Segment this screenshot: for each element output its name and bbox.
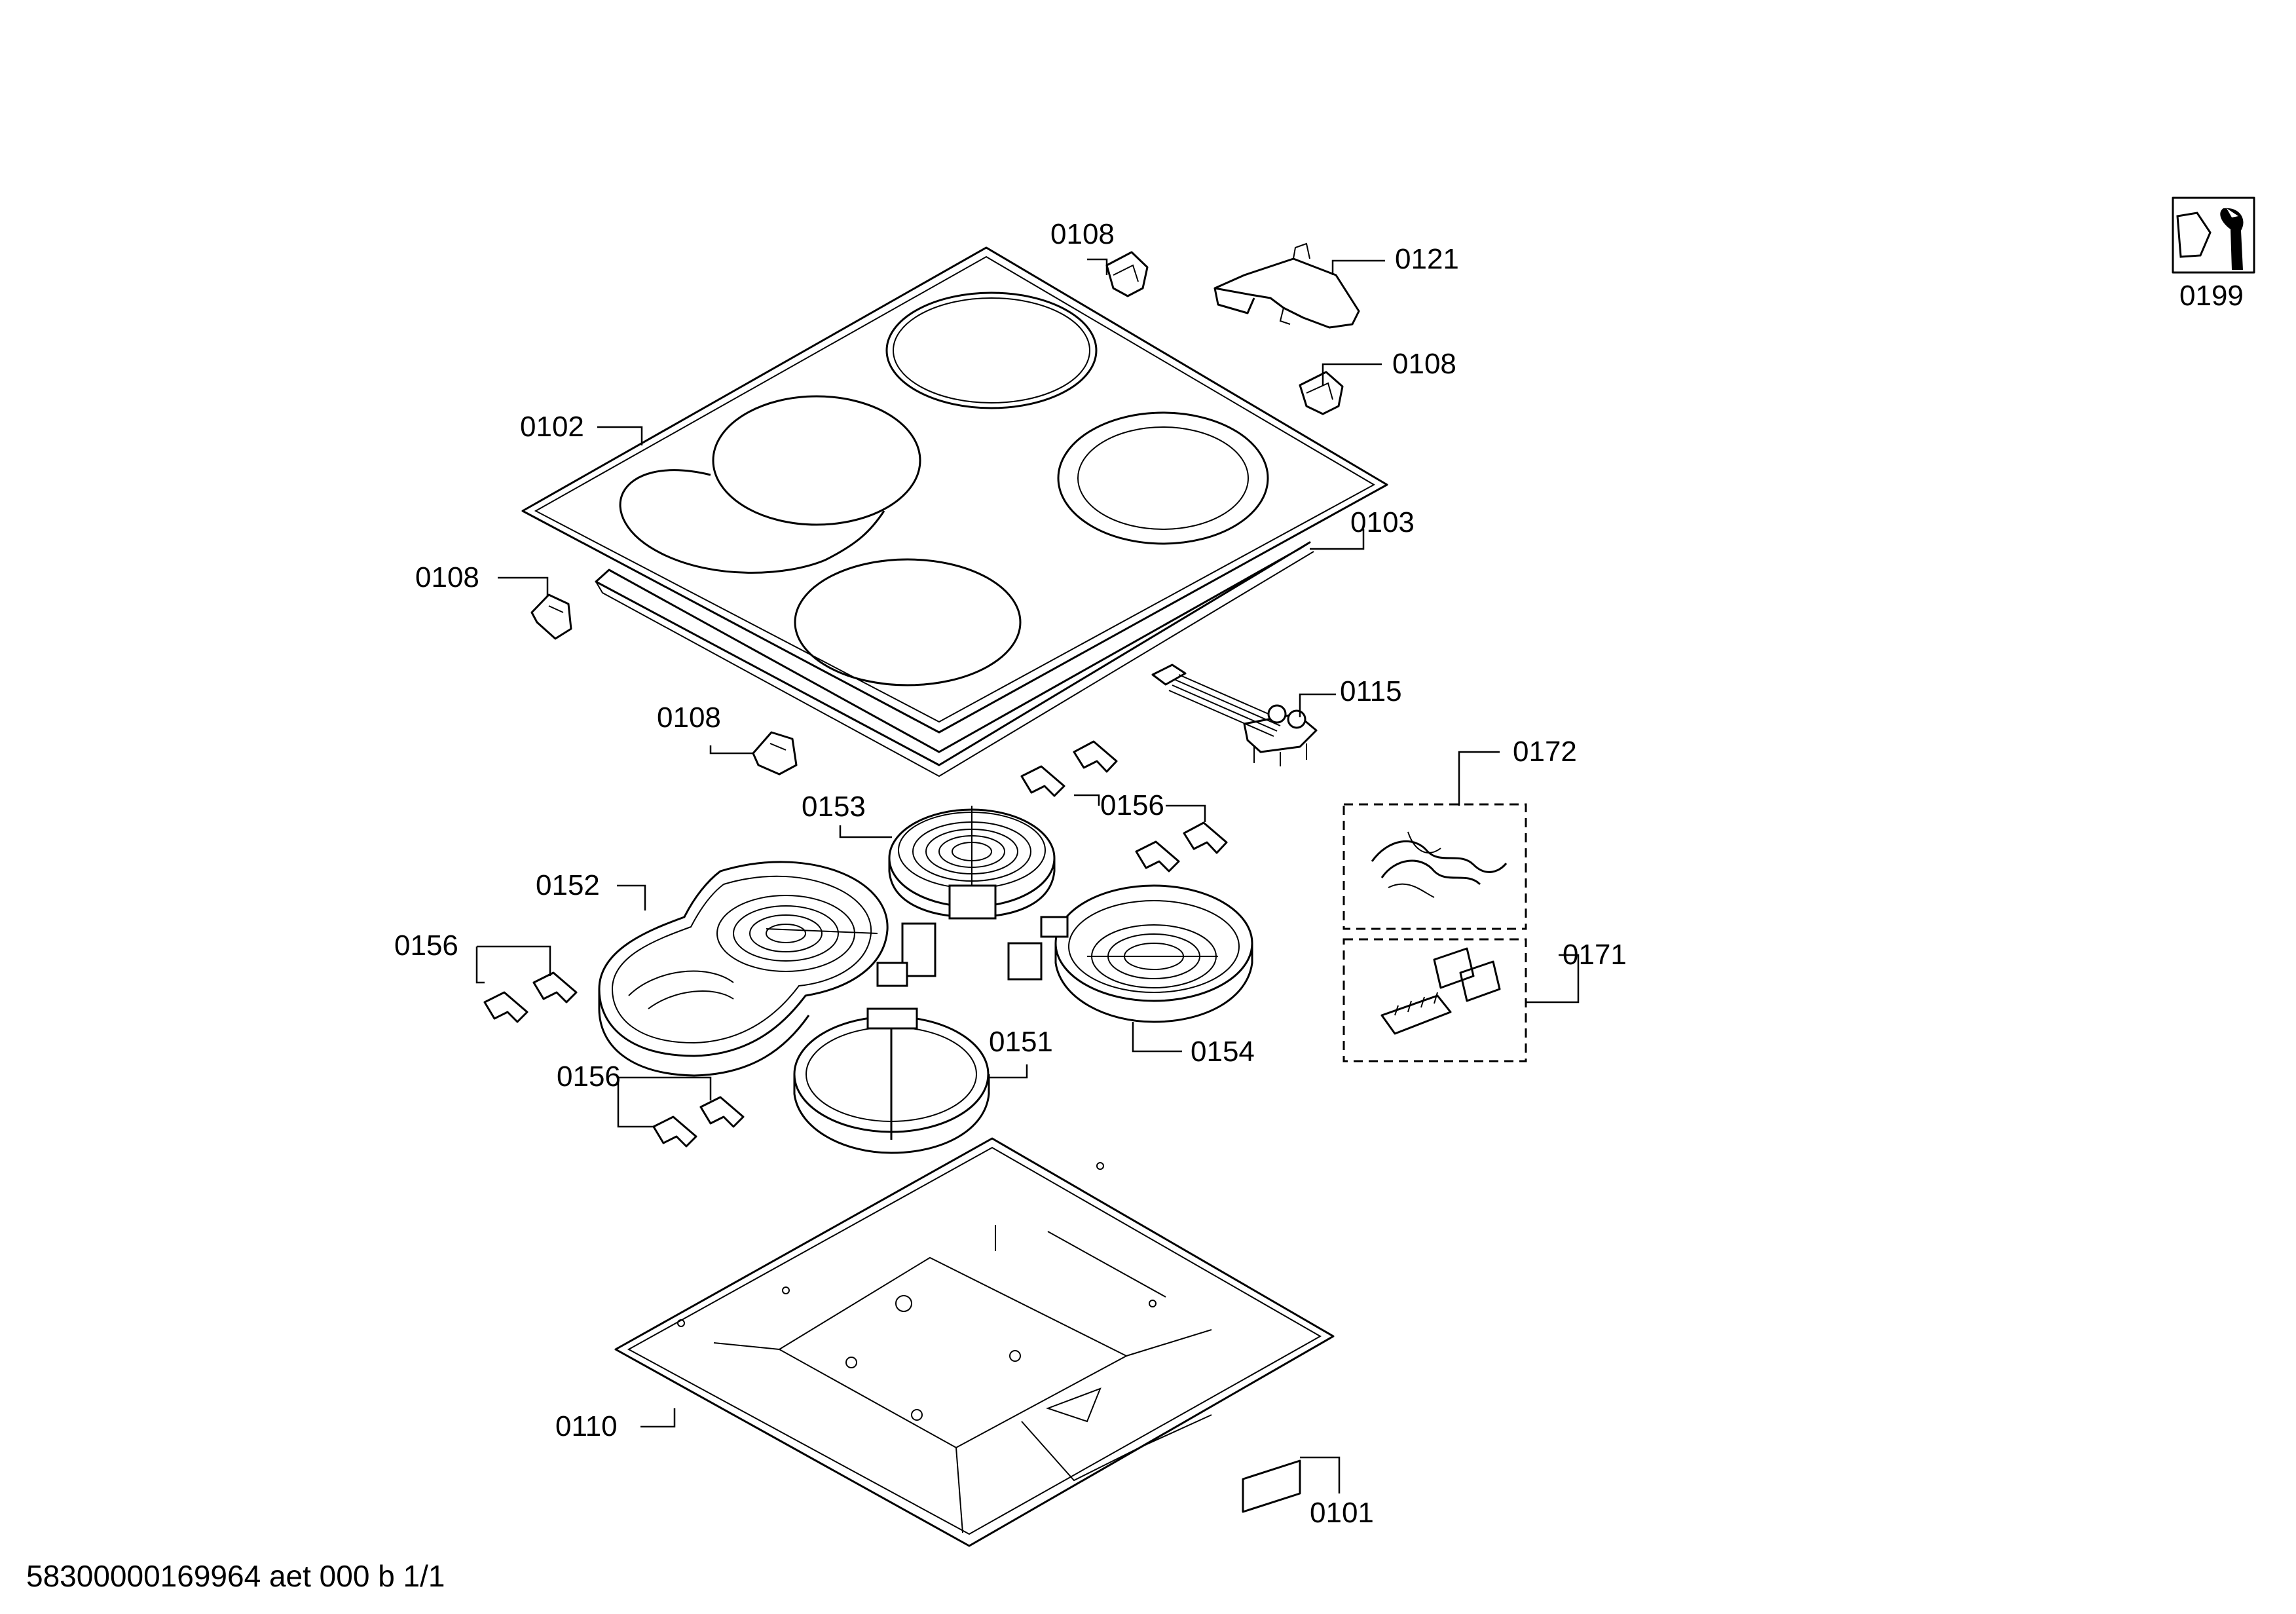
label-0156-bottom: 0156 bbox=[557, 1060, 621, 1093]
label-0108-left: 0108 bbox=[415, 561, 479, 593]
connector-bracket-part[interactable] bbox=[1213, 242, 1360, 329]
heating-element-0154[interactable] bbox=[1007, 884, 1253, 1023]
label-0156-top: 0156 bbox=[1100, 789, 1164, 821]
cooktop-gasket-part[interactable] bbox=[595, 541, 1314, 778]
bracket-0108-left[interactable] bbox=[530, 593, 572, 640]
label-0115: 0115 bbox=[1340, 675, 1402, 707]
label-0172: 0172 bbox=[1513, 736, 1577, 768]
glass-cooktop-part[interactable] bbox=[521, 246, 1388, 734]
bottom-housing-part[interactable] bbox=[614, 1137, 1335, 1547]
label-0102: 0102 bbox=[520, 411, 584, 443]
clip-set-0156-left[interactable] bbox=[483, 971, 578, 1023]
nut-wrench-icon bbox=[2172, 197, 2255, 274]
label-0151: 0151 bbox=[989, 1026, 1053, 1058]
label-0153: 0153 bbox=[802, 791, 866, 823]
label-0152: 0152 bbox=[536, 869, 600, 901]
label-0101: 0101 bbox=[1310, 1497, 1374, 1529]
label-0171: 0171 bbox=[1563, 939, 1627, 971]
label-0108-center: 0108 bbox=[657, 702, 721, 734]
label-0108-top: 0108 bbox=[1050, 218, 1115, 250]
cable-set-0172[interactable] bbox=[1342, 803, 1527, 930]
bracket-0108-top[interactable] bbox=[1105, 251, 1149, 297]
wiring-harness-part[interactable] bbox=[1151, 664, 1318, 766]
label-plate-part[interactable] bbox=[1242, 1459, 1301, 1513]
terminal-block-set-0171[interactable] bbox=[1342, 938, 1527, 1062]
label-0121: 0121 bbox=[1395, 243, 1459, 275]
label-0199: 0199 bbox=[2179, 280, 2244, 312]
footer-document-id: 58300000169964 aet 000 b 1/1 bbox=[26, 1559, 445, 1593]
bracket-0108-right[interactable] bbox=[1299, 371, 1344, 415]
bracket-0108-center[interactable] bbox=[752, 731, 798, 776]
clip-set-0156-top[interactable] bbox=[1020, 740, 1228, 873]
heating-element-0151[interactable] bbox=[793, 1007, 990, 1154]
heating-element-0152[interactable] bbox=[598, 861, 936, 1077]
label-0156-left: 0156 bbox=[394, 929, 458, 962]
label-0110: 0110 bbox=[555, 1410, 618, 1442]
heating-element-0153[interactable] bbox=[888, 806, 1056, 920]
clip-set-0156-bottom[interactable] bbox=[652, 1096, 745, 1148]
label-0108-right: 0108 bbox=[1392, 348, 1456, 380]
leader-lines bbox=[475, 258, 1580, 1493]
label-0103: 0103 bbox=[1350, 506, 1415, 538]
label-0154: 0154 bbox=[1191, 1036, 1255, 1068]
part-labels: 0108 0121 0108 0102 0103 0108 0115 0108 … bbox=[394, 218, 2244, 1529]
